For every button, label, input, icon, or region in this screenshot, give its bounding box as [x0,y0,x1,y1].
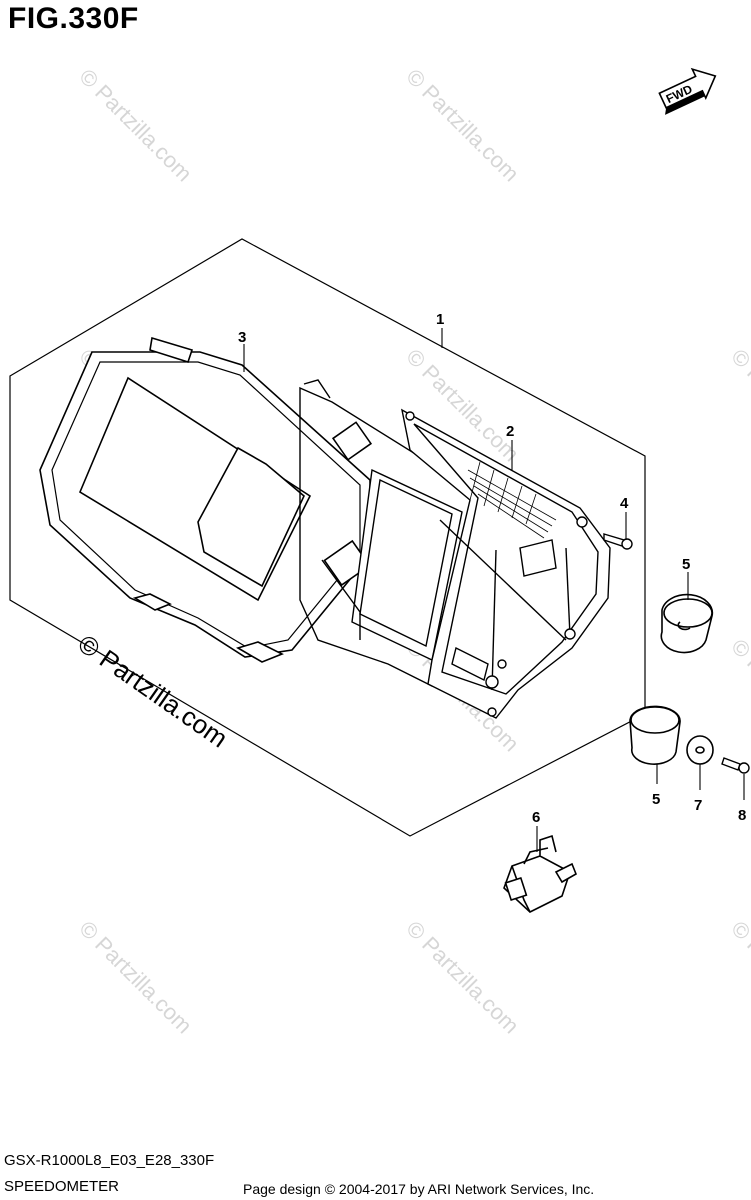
callout-8: 8 [738,807,746,824]
meter-cover [39,336,373,663]
washer-7-icon [686,735,714,765]
watermark-text: © Partzilla.com [401,916,524,1039]
copyright-notice: Page design © 2004-2017 by ARI Network S… [243,1181,595,1197]
pcb-grid [467,461,557,539]
callout-5-upper: 5 [682,556,690,573]
connector-6-icon [503,834,578,913]
callout-5-lower: 5 [652,791,660,808]
grommet-5-lower-icon [629,705,681,765]
watermark-text: © Partzilla.com [726,344,751,467]
leader-lines [243,328,745,852]
callout-6: 6 [532,809,540,826]
screw-8-icon [721,757,750,774]
watermark-text: © Partzilla.com [74,916,197,1039]
watermark-text: © Partzilla.com [726,634,751,757]
callout-2: 2 [506,423,514,440]
watermark-main: © Partzilla.com [73,628,234,753]
callout-1: 1 [436,311,444,328]
screw-4-icon [603,533,633,550]
callout-4: 4 [620,495,629,512]
figure-title: FIG.330F [8,2,139,35]
meter-rear-case [401,408,611,719]
grommet-5-upper-icon [660,593,714,654]
callout-3: 3 [238,329,246,346]
watermark-text: © Partzilla.com [401,64,524,187]
watermark-text: © Partzilla.com [74,64,197,187]
section-name: SPEEDOMETER [4,1178,120,1195]
fwd-arrow-icon: FWD [658,67,717,115]
callout-7: 7 [694,797,702,814]
watermark-text: © Partzilla.com [726,916,751,1039]
model-code: GSX-R1000L8_E03_E28_330F [4,1152,215,1169]
